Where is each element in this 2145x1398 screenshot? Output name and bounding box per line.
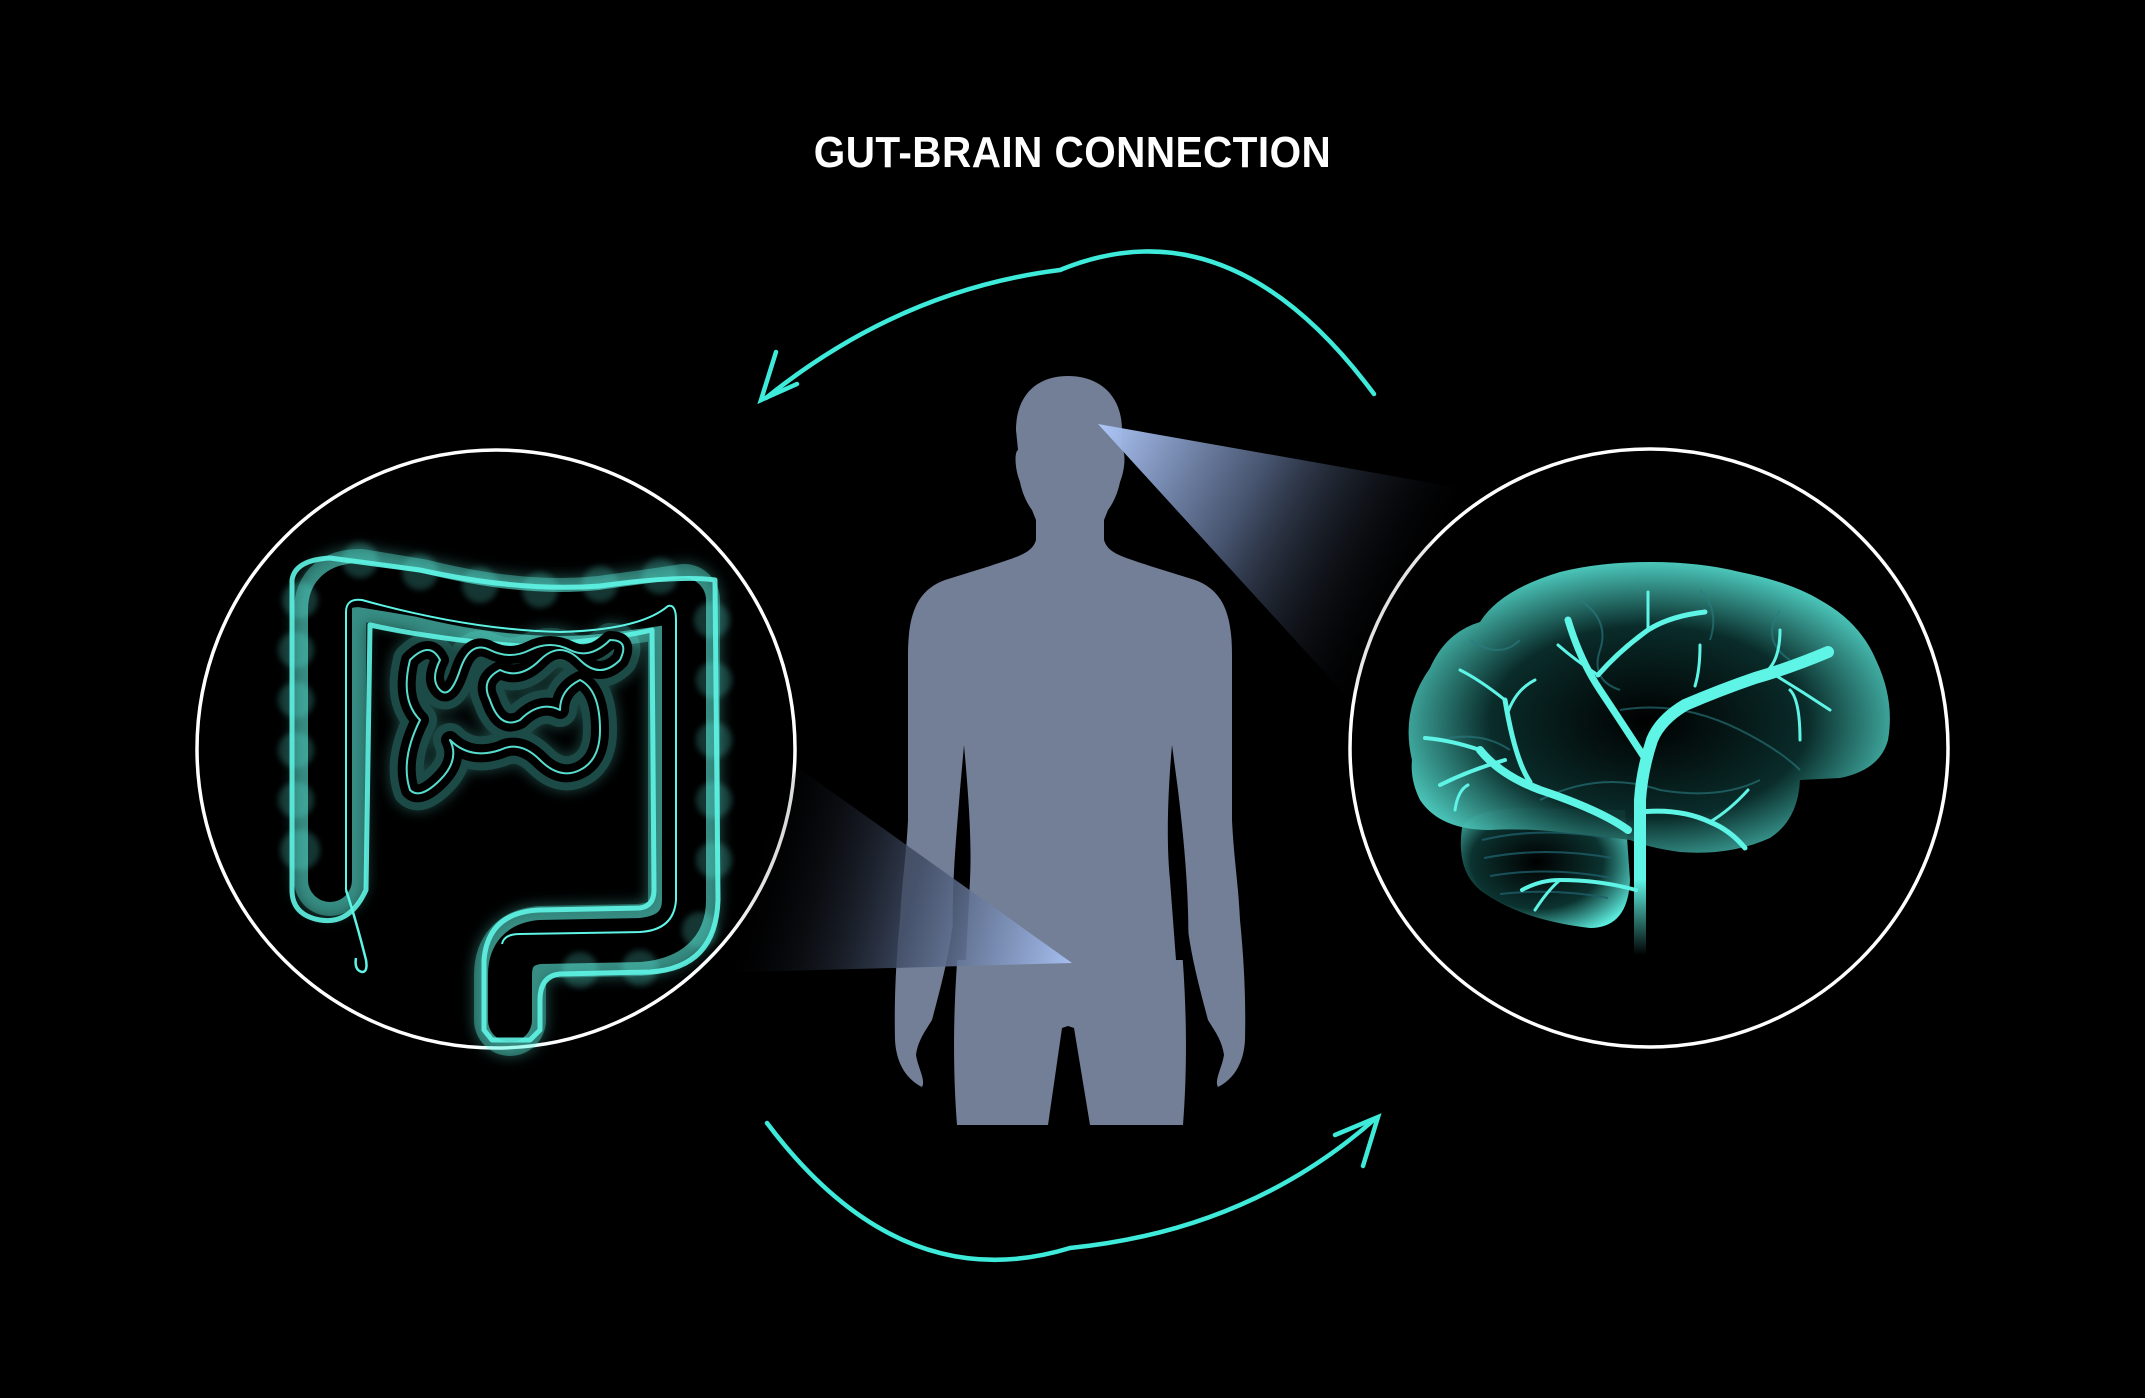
gut-highlight-beam: [712, 767, 1072, 973]
brain-highlight-beam: [1098, 424, 1460, 700]
brain-circle: [1348, 447, 1950, 1049]
brain-icon: [1408, 562, 1890, 962]
arrow-curved-right-icon: [764, 1113, 1382, 1262]
intestines-icon: [278, 542, 732, 1056]
arrow-curved-left-icon: [757, 249, 1377, 405]
diagram-title: GUT-BRAIN CONNECTION: [813, 128, 1332, 177]
